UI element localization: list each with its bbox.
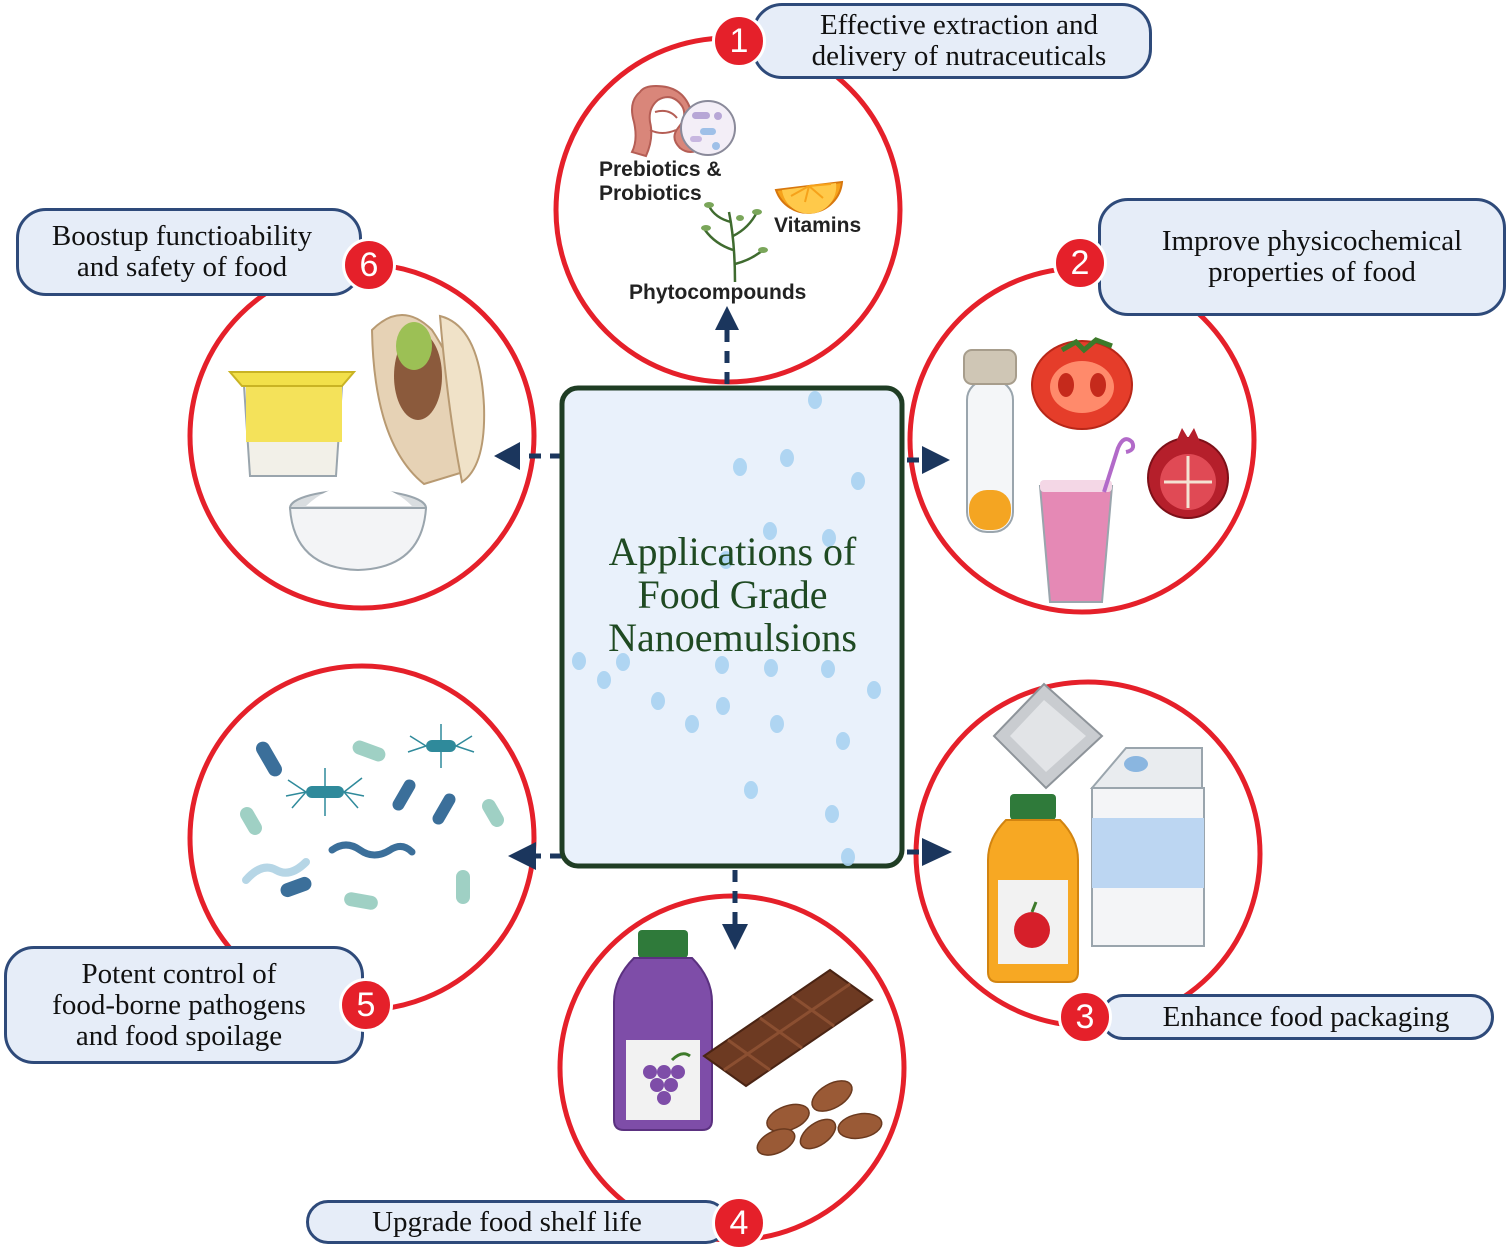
badge-5: 5 <box>339 978 393 1032</box>
pill-6: Boostup functioability and safety of foo… <box>16 208 362 296</box>
arrowhead-3 <box>922 838 952 866</box>
pistachio-icon <box>370 314 486 486</box>
probiotics-label: Probiotics <box>599 182 702 205</box>
pill-1: Effective extraction and delivery of nut… <box>752 3 1152 79</box>
badge-6: 6 <box>342 238 396 292</box>
flour-bowl-icon <box>288 486 428 572</box>
center-box <box>559 385 905 869</box>
pill-2-label: Improve physicochemical properties of fo… <box>1161 225 1463 288</box>
test-tube-icon <box>963 349 1017 533</box>
bacteria-icon <box>240 724 504 910</box>
arrowheads <box>494 306 952 950</box>
pill-2: Improve physicochemical properties of fo… <box>1098 198 1506 316</box>
badge-2: 2 <box>1053 236 1107 290</box>
yogurt-cup-icon <box>227 371 357 477</box>
pouch-icon <box>992 682 1104 790</box>
grape-juice-bottle-icon <box>613 930 713 1131</box>
almonds-icon <box>756 1080 883 1156</box>
badge-3: 3 <box>1058 990 1112 1044</box>
pill-4: Upgrade food shelf life <box>306 1200 728 1244</box>
pill-5: Potent control of food-borne pathogens a… <box>4 946 364 1064</box>
arrows <box>526 330 928 928</box>
nanoemulsion-droplets <box>572 391 881 866</box>
arrowhead-5 <box>508 842 536 870</box>
prebiotics-label: Prebiotics & <box>599 158 722 181</box>
microbes-icon <box>680 100 736 156</box>
arrowhead-1 <box>715 306 739 330</box>
juice-bottle-icon <box>987 794 1079 983</box>
pomegranate-icon <box>1147 428 1229 519</box>
arrowhead-4 <box>722 924 748 950</box>
arrowhead-6 <box>494 442 520 470</box>
vitamins-label: Vitamins <box>774 214 861 237</box>
pill-6-label: Boostup functioability and safety of foo… <box>51 220 313 283</box>
chocolate-bar-icon <box>702 968 874 1088</box>
tomato-icon <box>1031 337 1133 430</box>
badge-4: 4 <box>712 1196 766 1250</box>
milk-carton-icon <box>1089 747 1205 947</box>
phytocompounds-label: Phytocompounds <box>629 281 806 304</box>
pill-1-label: Effective extraction and delivery of nut… <box>811 9 1107 72</box>
arrowhead-2 <box>922 446 950 474</box>
pill-5-label: Potent control of food-borne pathogens a… <box>52 957 306 1052</box>
badge-1: 1 <box>712 14 766 68</box>
orange-slice-icon <box>774 180 844 214</box>
smoothie-icon <box>1038 437 1136 603</box>
pill-3-label: Enhance food packaging <box>1162 1000 1450 1033</box>
center-title: Applications of Food Grade Nanoemulsions <box>608 529 857 660</box>
pill-4-label: Upgrade food shelf life <box>372 1205 642 1238</box>
pill-3: Enhance food packaging <box>1100 994 1494 1040</box>
plant-sprig-icon <box>701 202 768 283</box>
